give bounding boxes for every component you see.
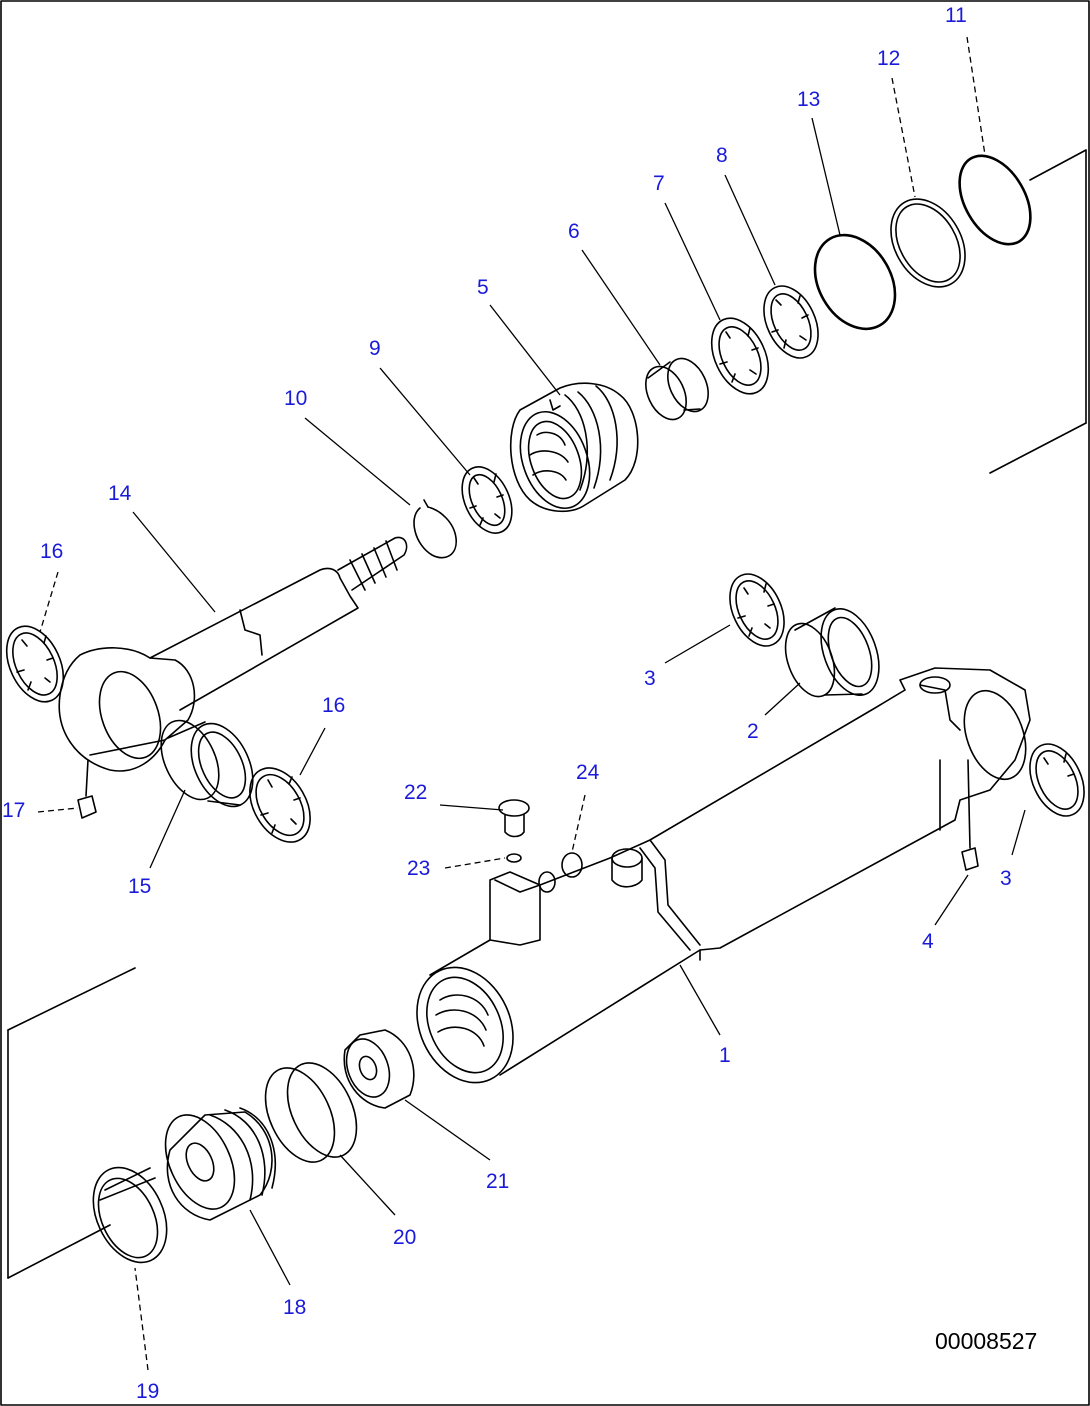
callout-18: 18 — [283, 1296, 306, 1319]
part-4-grease-fitting — [961, 759, 979, 871]
part-7-seal — [710, 317, 770, 395]
callout-20: 20 — [393, 1226, 416, 1249]
callout-2: 2 — [747, 720, 759, 743]
callout-19: 19 — [136, 1380, 159, 1403]
part-20-collar — [264, 1062, 358, 1163]
callout-3-right: 3 — [1000, 867, 1012, 890]
part-3-ring-upper — [729, 573, 785, 647]
callout-17: 17 — [2, 799, 25, 822]
callout-16-left: 16 — [40, 540, 63, 563]
callout-4: 4 — [922, 930, 934, 953]
callout-7: 7 — [653, 172, 665, 195]
part-23-oring — [506, 853, 522, 863]
callout-21: 21 — [486, 1170, 509, 1193]
drawing-number: 00008527 — [935, 1328, 1037, 1354]
callout-10: 10 — [284, 387, 307, 410]
part-5-piston — [509, 382, 639, 513]
part-6-bushing — [645, 357, 709, 421]
callout-13: 13 — [797, 88, 820, 111]
callout-3-upper: 3 — [644, 667, 656, 690]
callout-6: 6 — [568, 220, 580, 243]
part-17-grease-fitting — [77, 759, 97, 819]
part-9-nut — [461, 466, 513, 534]
callout-14: 14 — [108, 482, 132, 505]
part-16-dust-seal-center — [249, 767, 311, 843]
part-10-snap-ring — [413, 499, 457, 559]
callout-24: 24 — [576, 761, 600, 784]
part-21-nut — [343, 1029, 415, 1109]
part-14-rod — [58, 536, 408, 772]
callout-8: 8 — [716, 144, 728, 167]
part-8-seal — [763, 285, 819, 359]
callout-12: 12 — [877, 47, 900, 70]
callout-11: 11 — [945, 4, 967, 27]
leader-lines — [37, 36, 1026, 1371]
part-2-bushing — [784, 607, 880, 698]
part-16-dust-seal-left — [5, 625, 65, 703]
part-11-oring — [958, 154, 1032, 246]
callout-16-center: 16 — [322, 694, 345, 717]
part-13-oring — [813, 233, 897, 331]
part-18-piston — [164, 1107, 276, 1221]
part-12-ring — [890, 198, 966, 288]
part-19-gland — [92, 1166, 168, 1264]
callout-1: 1 — [719, 1044, 731, 1067]
callout-22: 22 — [404, 781, 427, 804]
callout-15: 15 — [128, 875, 151, 898]
callout-5: 5 — [477, 276, 489, 299]
part-3-ring-right — [1029, 743, 1085, 817]
part-22-plug — [498, 799, 530, 838]
part-15-bushing — [160, 719, 254, 808]
part-24-ball — [561, 852, 583, 878]
part-1-cylinder-tube — [416, 667, 1031, 1084]
callout-23: 23 — [407, 857, 430, 880]
axis-lines — [7, 149, 1087, 1279]
callout-9: 9 — [369, 337, 381, 360]
callout-labels: 1 2 3 3 4 5 6 7 8 9 10 11 12 13 14 15 16… — [2, 4, 1012, 1403]
